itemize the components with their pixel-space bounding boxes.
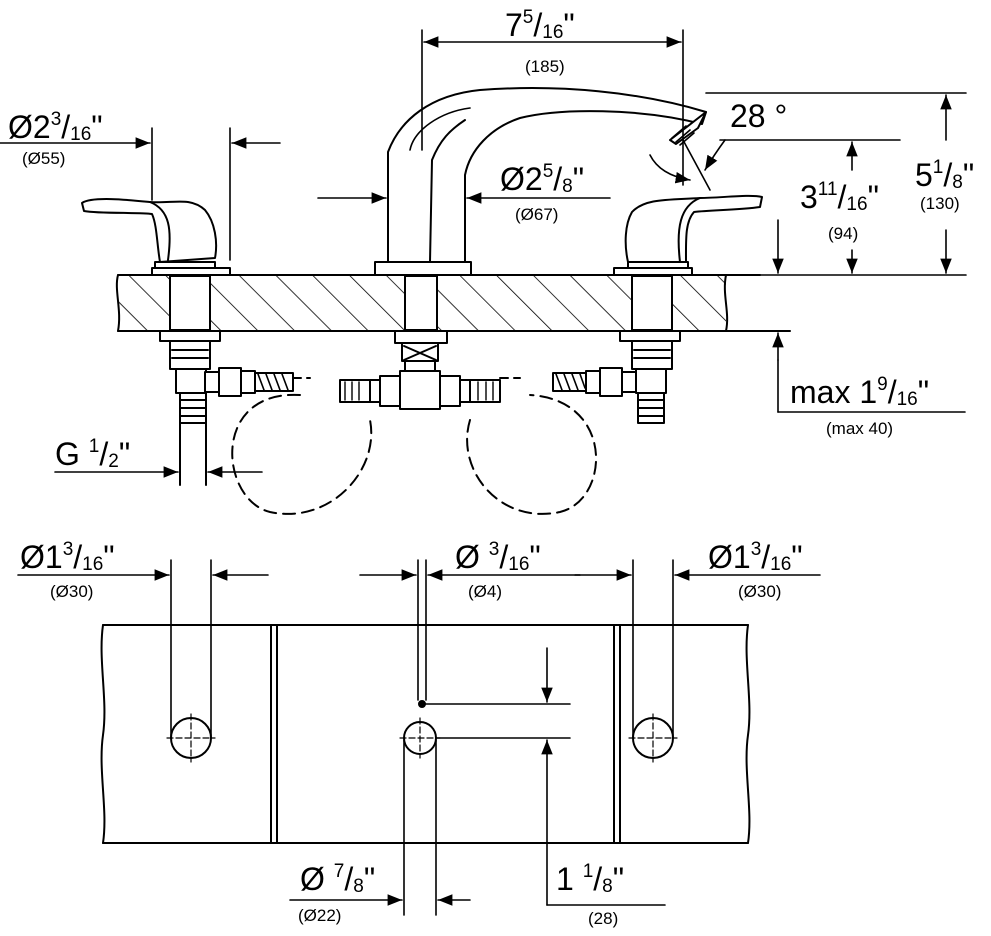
- spout-outlet-height-imperial: 311/16": [800, 179, 879, 215]
- center-hole-dia-imperial: Ø 7/8": [300, 861, 376, 897]
- handle-base-dia-metric: (Ø55): [22, 149, 66, 168]
- spout-angle: 28 °: [730, 98, 788, 134]
- right-hole-dia-imperial: Ø13/16": [708, 539, 803, 575]
- spout-reach-imperial: 75/16": [505, 7, 575, 43]
- left-handle: [81, 198, 294, 424]
- right-hole-dia-metric: (Ø30): [738, 582, 782, 601]
- max-deck-thickness-metric: (max 40): [826, 419, 894, 438]
- plan-dimensions: [17, 559, 821, 916]
- hose-loops: [231, 393, 598, 515]
- overall-height-metric: (130): [920, 194, 960, 213]
- pin-offset-metric: (28): [588, 909, 619, 928]
- elevation-dimensions: [0, 29, 967, 478]
- pin-offset-imperial: 1 1/8": [556, 861, 625, 897]
- overall-height-imperial: 51/8": [915, 157, 975, 193]
- spout-base-dia-metric: (Ø67): [515, 205, 559, 224]
- thread-size: G 1/2": [55, 436, 131, 472]
- left-hole-dia-imperial: Ø13/16": [20, 539, 115, 575]
- right-handle: [552, 194, 763, 424]
- spout-base-dia-imperial: Ø25/8": [500, 161, 585, 197]
- pin-dia-imperial: Ø 3/16": [455, 539, 541, 575]
- countertop-section: [115, 274, 791, 332]
- supply-pipe: [179, 422, 207, 486]
- pin-dia-metric: (Ø4): [468, 582, 502, 601]
- center-hole-dia-metric: (Ø22): [298, 906, 342, 925]
- spout-reach-metric: (185): [525, 57, 565, 76]
- max-deck-thickness-imperial: max 19/16": [790, 374, 930, 410]
- handle-base-dia-imperial: Ø23/16": [8, 109, 103, 145]
- left-hole-dia-metric: (Ø30): [50, 582, 94, 601]
- spout-outlet-height-metric: (94): [828, 224, 859, 243]
- spout: [292, 87, 707, 410]
